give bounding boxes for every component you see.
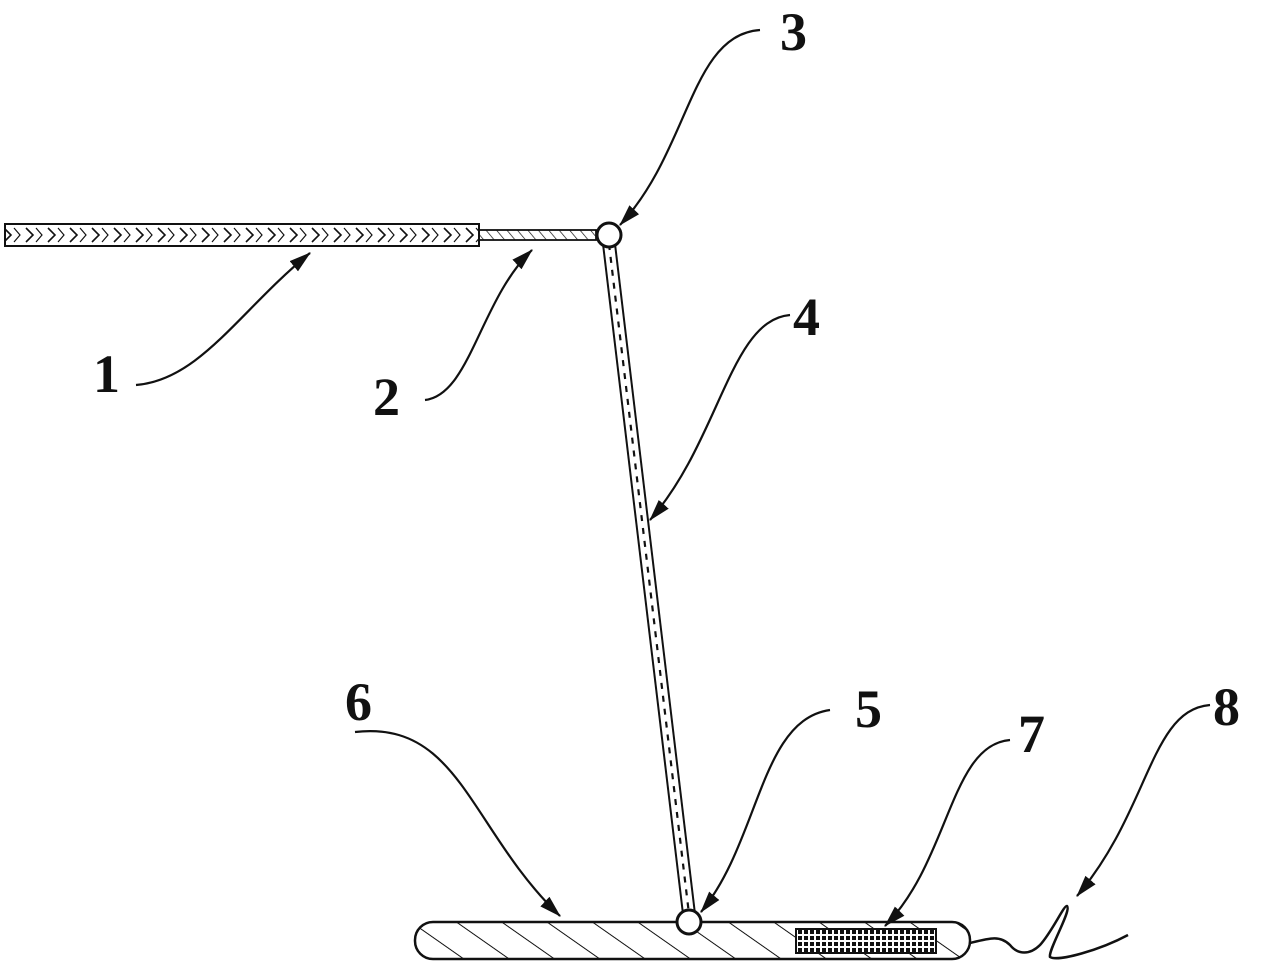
leader-1: [135, 252, 311, 387]
leader-lines: [135, 28, 1211, 927]
leader-8: [1076, 703, 1211, 897]
part-8-wire: [969, 904, 1129, 960]
leader-4: [649, 313, 791, 521]
part-5-pivot: [675, 908, 703, 936]
label-3: 3: [780, 2, 807, 62]
label-7: 7: [1018, 704, 1045, 764]
leader-7: [884, 738, 1011, 927]
leader-2: [424, 249, 533, 402]
label-1: 1: [93, 344, 120, 404]
label-6: 6: [345, 672, 372, 732]
part-4-link: [602, 243, 696, 915]
part-3-pivot: [595, 221, 623, 249]
part-1-bar: [4, 223, 480, 247]
part-2-rod: [478, 229, 597, 241]
leader-6: [354, 729, 561, 917]
leader-3: [619, 28, 761, 226]
leader-5: [700, 708, 831, 913]
label-8: 8: [1213, 677, 1240, 737]
label-5: 5: [855, 679, 882, 739]
label-4: 4: [793, 287, 820, 347]
label-2: 2: [373, 367, 400, 427]
part-7-block: [795, 928, 937, 954]
